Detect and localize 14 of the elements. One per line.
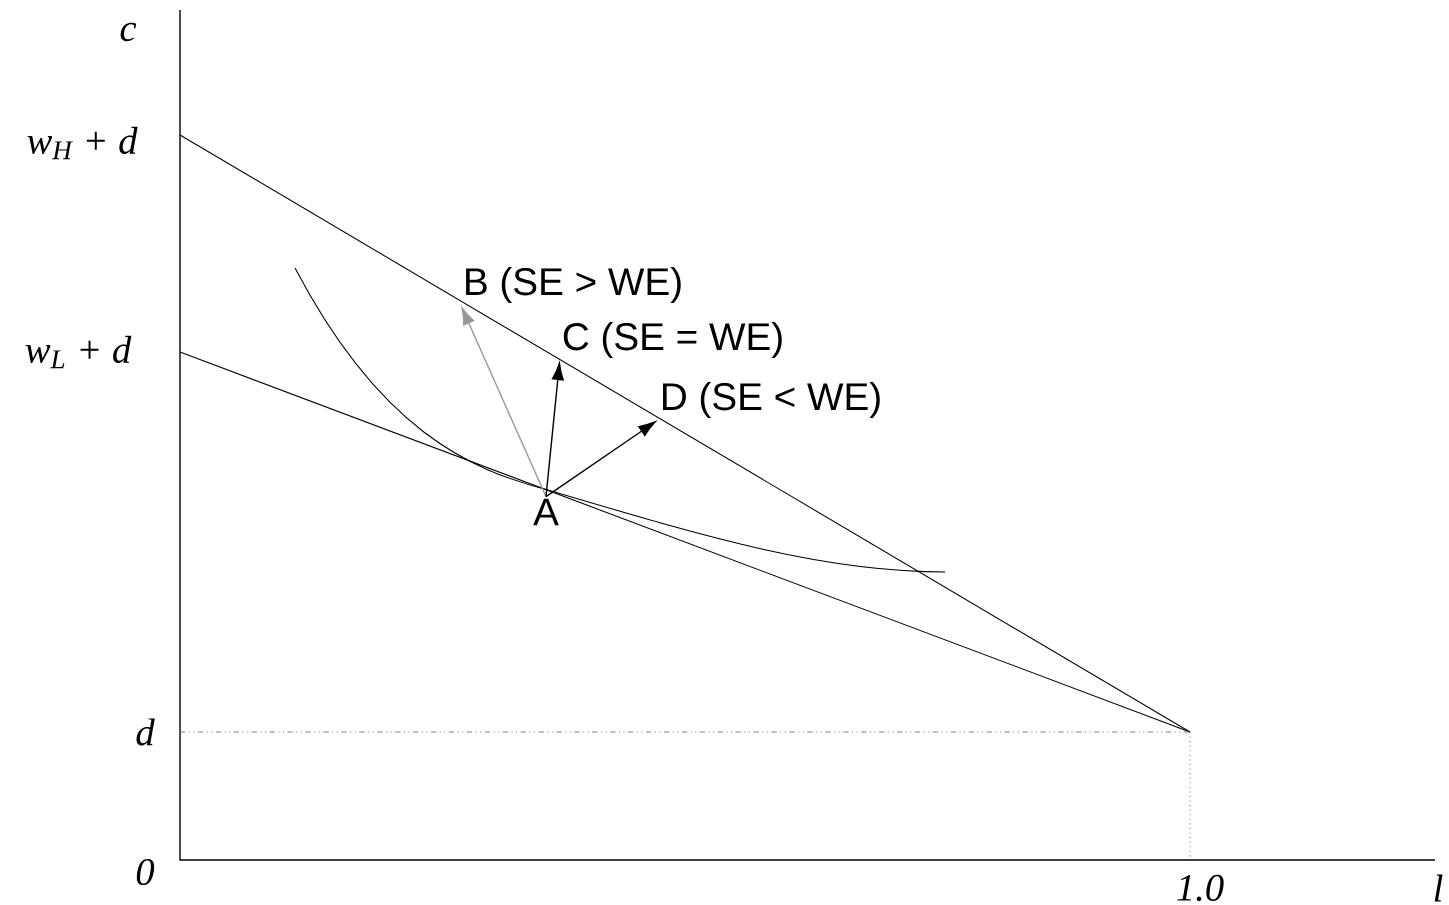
axis-label: w$_{H}$ + d [27, 126, 138, 160]
axis-label: d [136, 718, 155, 746]
point-label: B (SE > WE) [466, 266, 681, 303]
point-label: C (SE = WE) [563, 321, 782, 358]
arrow [545, 362, 564, 498]
axis-label: 0 [136, 858, 155, 886]
axis-label: l [1434, 874, 1443, 902]
point-label: D (SE < WE) [663, 381, 880, 418]
axis-label: 1.0 [1177, 874, 1224, 902]
axis-label: w$_{L}$ + d [25, 335, 132, 369]
arrow [461, 307, 547, 498]
axis-label: c [120, 22, 137, 42]
arrow [545, 421, 656, 498]
point-label: A [533, 498, 559, 526]
